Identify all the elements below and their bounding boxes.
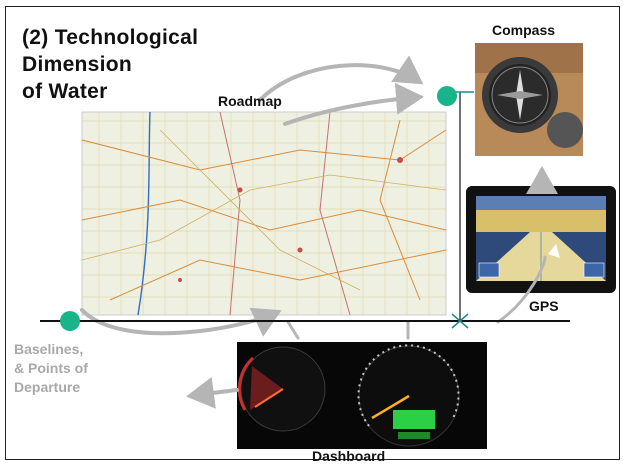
compass-label: Compass xyxy=(492,22,556,38)
compass-icon xyxy=(475,43,583,156)
baselines-line-2: & Points of xyxy=(14,360,88,376)
baselines-label: Baselines, & Points of Departure xyxy=(14,340,88,397)
baselines-line-1: Baselines, xyxy=(14,341,84,357)
roadmap-label: Roadmap xyxy=(218,93,282,109)
speedometer-icon xyxy=(237,342,487,449)
gps-label: GPS xyxy=(529,298,559,314)
baseline-node xyxy=(60,311,80,331)
dashboard-label: Dashboard xyxy=(312,448,386,464)
gps-device-icon xyxy=(466,186,616,293)
roadmap-image xyxy=(81,111,447,316)
slide-title: (2) Technological Dimension of Water xyxy=(22,24,198,105)
title-line-3: of Water xyxy=(22,80,108,103)
baselines-line-3: Departure xyxy=(14,379,81,395)
title-line-2: Dimension xyxy=(22,53,133,76)
title-line-1: (2) Technological xyxy=(22,26,199,49)
compass-node xyxy=(437,86,457,106)
